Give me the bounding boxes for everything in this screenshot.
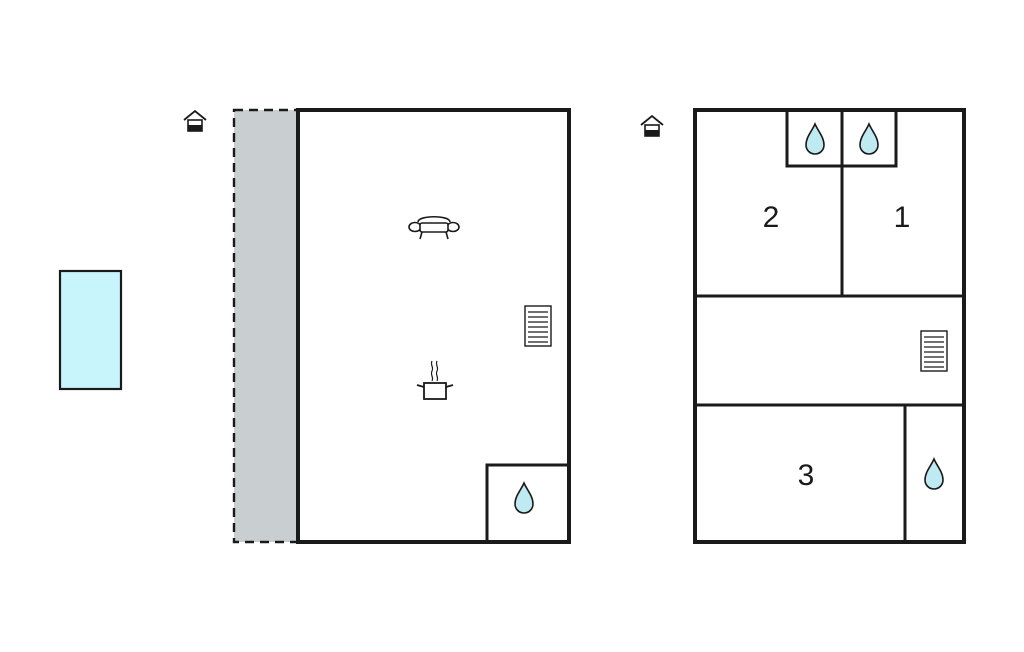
ground-floor	[183, 108, 571, 544]
water-drop-icon	[805, 123, 825, 155]
terrace	[232, 108, 300, 544]
water-drop-icon	[514, 482, 534, 514]
upper-bathroom-right	[840, 108, 898, 168]
cooking-pot-icon	[416, 360, 454, 400]
house-floor-icon	[640, 115, 664, 137]
ground-bathroom	[485, 463, 571, 544]
ground-floor-walls	[296, 108, 571, 544]
room-number-2: 2	[763, 201, 780, 234]
pool	[58, 269, 123, 391]
upper-floor-walls	[693, 108, 966, 544]
upper-floor: 2 1 3	[640, 108, 966, 544]
room-number-3: 3	[798, 459, 815, 492]
house-floor-icon	[183, 110, 207, 132]
stairs-icon	[524, 305, 552, 347]
stairs-icon	[920, 330, 948, 372]
water-drop-icon	[924, 458, 944, 490]
sofa-icon	[408, 215, 460, 240]
water-drop-icon	[859, 123, 879, 155]
room-number-1: 1	[894, 201, 911, 234]
